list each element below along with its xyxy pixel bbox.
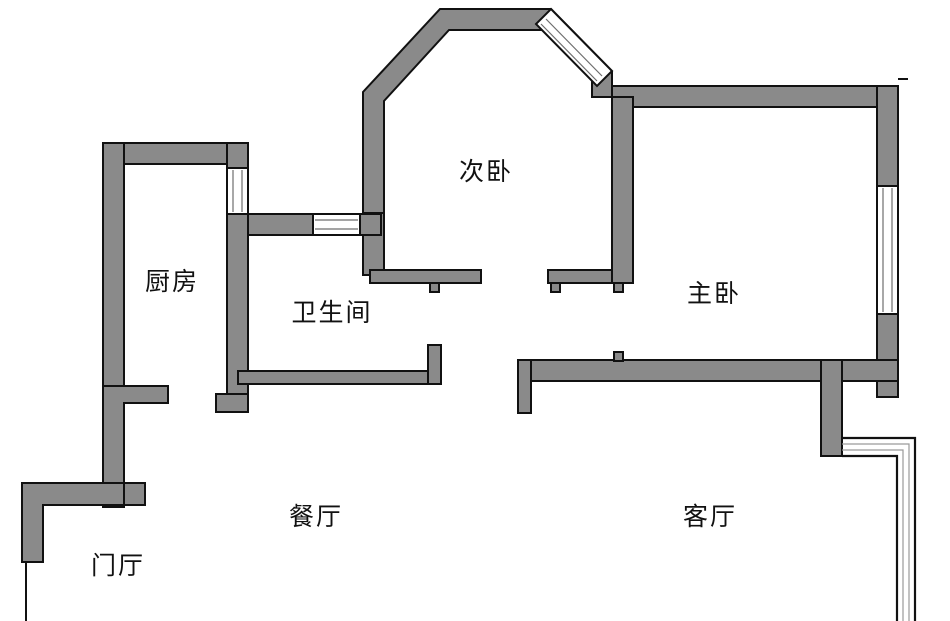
door-stop-master-bedroom	[613, 351, 624, 362]
secondary-bedroom-window	[534, 7, 614, 88]
wall-master-bedroom-right-lower	[876, 313, 899, 398]
room-label-entry-hall: 门厅	[91, 551, 145, 580]
wall-living-room-right-divider	[820, 359, 843, 457]
wall-master-bedroom-bottom-left-return	[517, 359, 532, 414]
wall-master-bedroom-top	[611, 85, 899, 108]
door-stop-master-bedroom-upper	[613, 282, 624, 293]
wall-entry-hall-step	[102, 385, 169, 508]
wall-bathroom-bottom	[237, 370, 429, 385]
wall-master-bedroom-bottom	[517, 359, 829, 382]
wall-entry-hall-lower-step	[21, 482, 125, 563]
kitchen-door	[226, 167, 249, 215]
bathroom-door	[312, 213, 361, 236]
wall-master-right-lower-connector	[841, 359, 899, 382]
wall-master-bedroom-right-upper	[876, 85, 899, 187]
room-label-living-room: 客厅	[683, 502, 737, 531]
wall-secondary-bedroom-bottom	[369, 269, 482, 284]
wall-kitchen-right-top	[226, 142, 249, 169]
wall-kitchen-left	[102, 142, 125, 404]
room-label-master-bedroom: 主卧	[687, 279, 741, 308]
room-label-kitchen: 厨房	[145, 267, 199, 296]
wall-secondary-bedroom-bottom-left-nub	[547, 269, 613, 284]
door-stop-secondary-bedroom	[429, 282, 440, 293]
room-label-bathroom: 卫生间	[291, 298, 372, 327]
wall-bathroom-left-foot	[215, 393, 249, 413]
room-label-dining-room: 餐厅	[289, 502, 343, 531]
wall-bathroom-bottom-right-return	[427, 344, 442, 385]
living-room-balcony	[842, 436, 917, 621]
master-bedroom-window	[876, 185, 899, 315]
door-stop-secondary-bedroom-left	[550, 282, 561, 293]
wall-secondary-bedroom-shell	[362, 8, 613, 214]
wall-master-bedroom-left	[611, 96, 634, 284]
wall-bathroom-top-right-return	[359, 213, 382, 236]
room-label-secondary-bedroom: 次卧	[459, 157, 513, 186]
